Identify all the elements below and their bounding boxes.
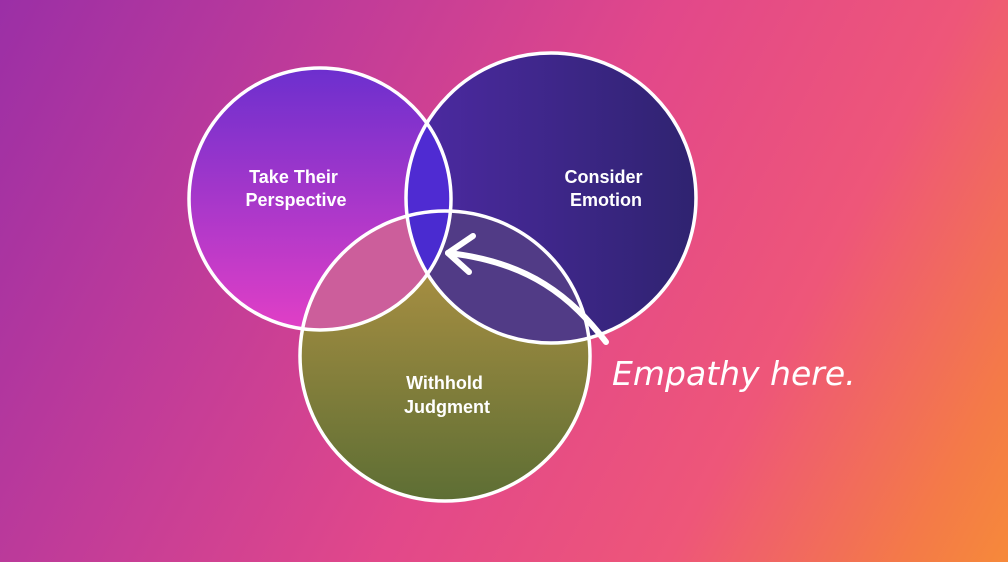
label-consider-emotion: Consider Emotion [564,167,647,210]
empathy-annotation: Empathy here. [612,354,856,393]
overlap-emotion-judgment [406,211,590,343]
outline-consider-emotion [404,51,698,345]
outline-take-their-perspective [187,66,453,332]
curved-arrow-icon [445,233,609,345]
label-withhold-judgment: Withhold Judgment [404,373,490,417]
label-take-their-perspective: Take Their Perspective [245,167,346,210]
outline-withhold-judgment [298,209,592,503]
overlap-perspective-judgment [300,211,451,330]
